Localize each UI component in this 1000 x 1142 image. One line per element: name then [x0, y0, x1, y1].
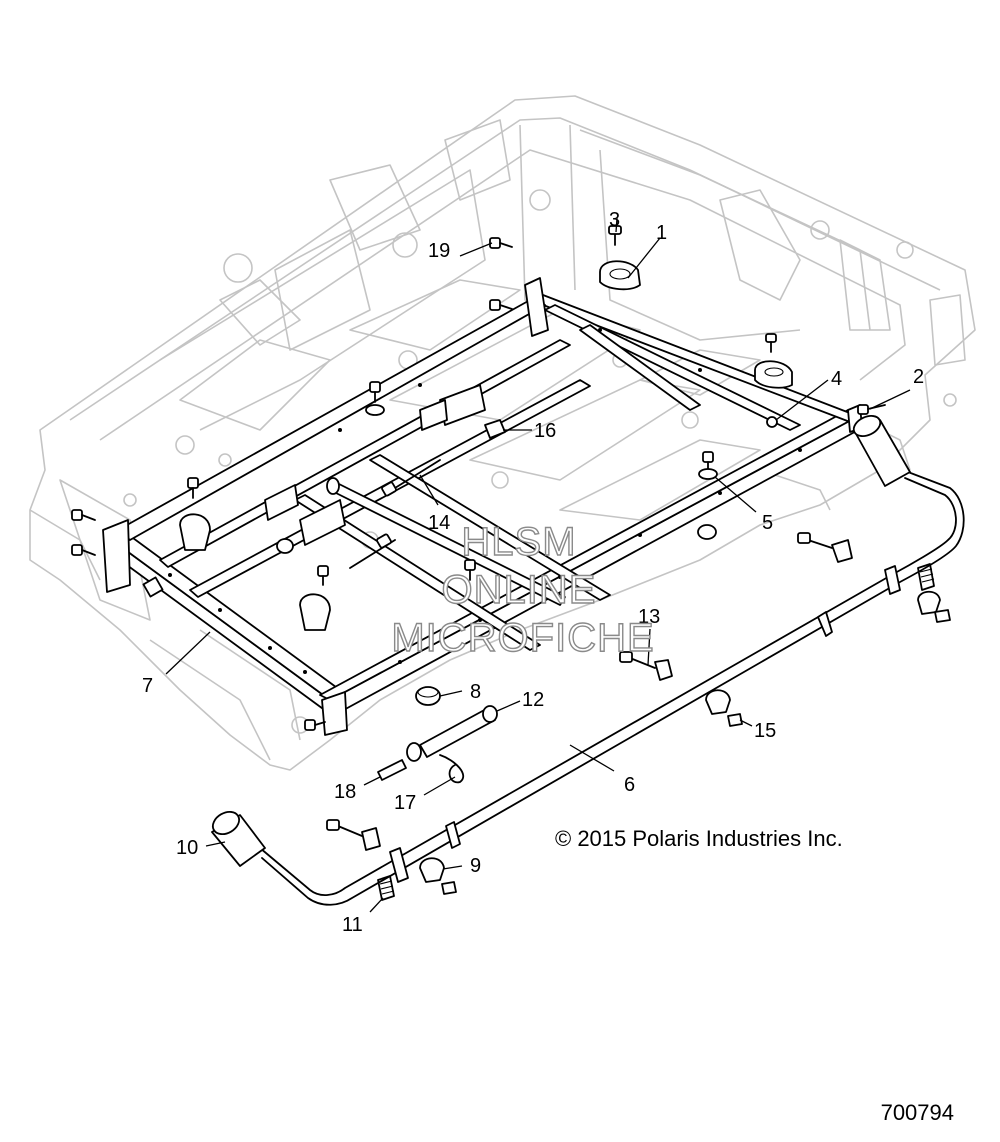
watermark-line-1: HLSM	[461, 520, 576, 564]
callout-11: 11	[342, 914, 363, 936]
leader-lines	[165, 217, 911, 913]
callout-4: 4	[831, 368, 842, 390]
copyright-text: © 2015 Polaris Industries Inc.	[555, 826, 843, 851]
callout-16: 16	[534, 420, 556, 442]
callout-3: 3	[609, 209, 620, 231]
callout-18: 18	[334, 781, 356, 803]
callout-13: 13	[638, 606, 660, 628]
handle-rod	[211, 415, 965, 906]
watermark: HLSM ONLINE MICROFICHE	[391, 519, 655, 660]
callout-2: 2	[913, 366, 924, 388]
callout-9: 9	[470, 855, 481, 877]
callout-17: 17	[394, 792, 416, 814]
cargo-box-ghost	[29, 95, 976, 771]
diagram-code: 700794	[881, 1100, 954, 1125]
callout-15: 15	[754, 720, 776, 742]
frame-assembly	[102, 277, 863, 736]
callout-12: 12	[522, 689, 544, 711]
watermark-line-3: MICROFICHE	[391, 616, 654, 660]
callout-8: 8	[470, 681, 481, 703]
callout-14: 14	[428, 512, 450, 534]
fasteners	[71, 225, 951, 901]
callout-1: 1	[656, 222, 667, 244]
callout-6: 6	[624, 774, 635, 796]
callout-5: 5	[762, 512, 773, 534]
watermark-line-2: ONLINE	[442, 568, 597, 612]
callout-7: 7	[142, 675, 153, 697]
callout-10: 10	[176, 837, 198, 859]
callout-19: 19	[428, 240, 450, 262]
callouts: 1 2 3 4 5 6 7 8 9 10 11 12 13 14 15 16 1…	[142, 209, 924, 936]
